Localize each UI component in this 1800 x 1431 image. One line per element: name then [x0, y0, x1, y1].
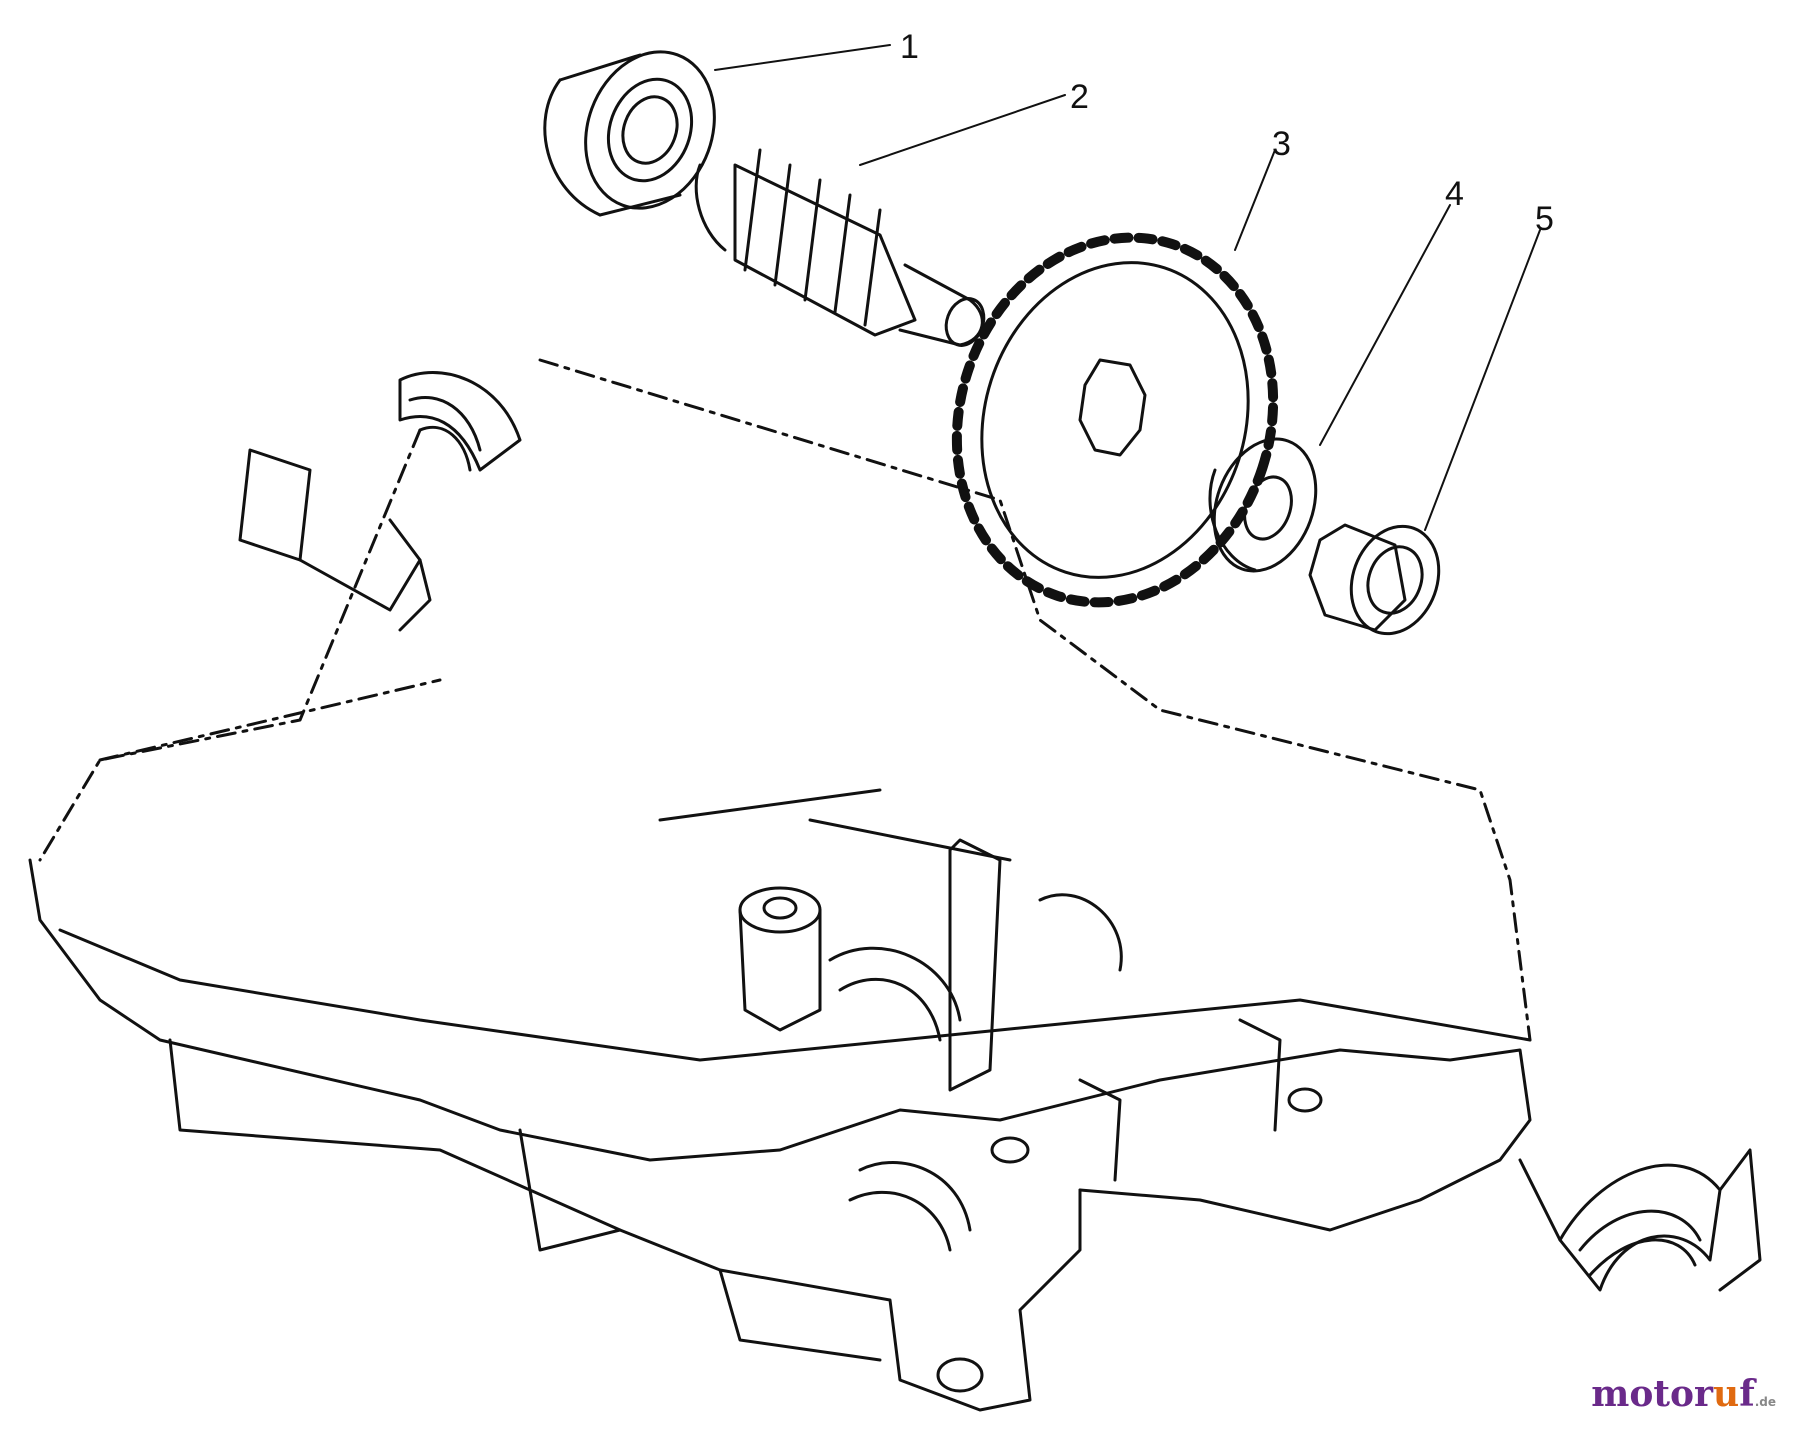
housing-main-body: [28, 858, 1532, 1412]
pinion-shaft-part: [694, 148, 986, 347]
bearing-part: [543, 50, 716, 217]
housing-right-saddle: [1518, 1148, 1762, 1292]
housing-ribs-upper: [238, 371, 522, 632]
callout-5: 5: [1535, 200, 1554, 238]
leader-line-2: [859, 94, 1066, 166]
callout-2: 2: [1070, 78, 1089, 116]
leader-lines: [714, 44, 1541, 531]
callout-4: 4: [1445, 175, 1464, 213]
nut-part: [1308, 523, 1441, 636]
leader-line-5: [1424, 229, 1541, 531]
watermark-text-b: u: [1713, 1373, 1740, 1415]
watermark-text-a: motor: [1591, 1373, 1714, 1415]
watermark-text-c: f: [1739, 1373, 1755, 1415]
leader-line-3: [1234, 149, 1276, 251]
callout-1: 1: [900, 28, 919, 66]
watermark-logo: motoruf.de: [1591, 1373, 1776, 1415]
housing-upper-outline: [38, 358, 1532, 1042]
watermark-tld: .de: [1754, 1395, 1776, 1409]
washer-part: [1208, 437, 1318, 573]
sprocket-gear-part: [951, 232, 1279, 608]
leader-line-1: [714, 44, 891, 71]
housing-central-boss: [658, 788, 1323, 1252]
callout-3: 3: [1272, 125, 1291, 163]
callout-labels: 1 2 3 4 5: [900, 28, 1554, 238]
leader-line-4: [1319, 204, 1451, 446]
